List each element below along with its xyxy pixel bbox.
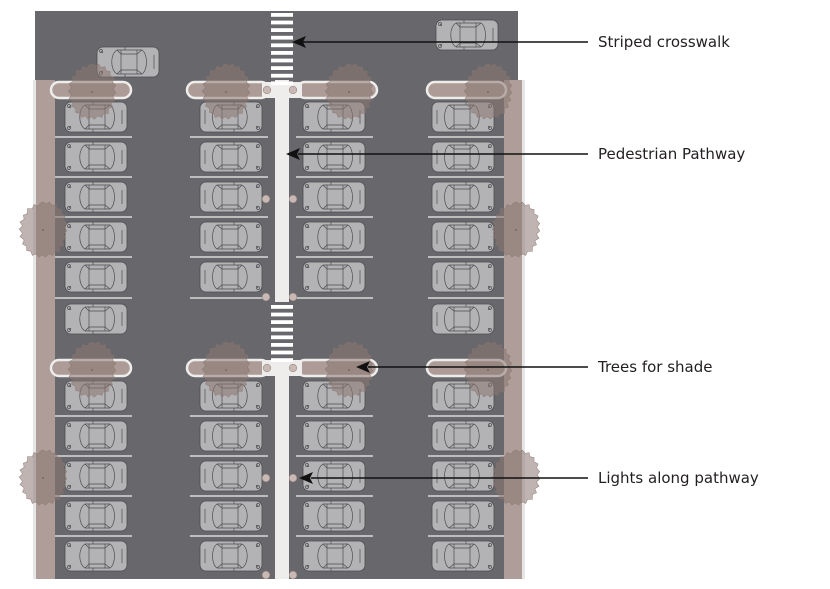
- callout-label-trees: Trees for shade: [597, 358, 713, 376]
- car-icon: [431, 500, 495, 532]
- crosswalk-stripe: [271, 13, 293, 17]
- pathway-light-icon: [288, 194, 298, 204]
- car-icon: [199, 420, 263, 452]
- car-icon: [199, 540, 263, 572]
- pathway-lights: [261, 85, 298, 580]
- car-icon: [302, 460, 366, 492]
- car-icon: [302, 540, 366, 572]
- crosswalk-stripe: [271, 20, 293, 25]
- car-icon: [64, 261, 128, 293]
- striped-crosswalk-middle: [271, 305, 293, 362]
- car-icon: [302, 420, 366, 452]
- car-icon: [199, 500, 263, 532]
- crosswalk-stripe: [271, 358, 293, 362]
- car-icon: [431, 303, 495, 335]
- pathway-light-icon: [288, 292, 298, 302]
- crosswalk-stripe: [271, 335, 293, 340]
- crosswalk-stripe: [271, 312, 293, 317]
- crosswalk-stripe: [271, 350, 293, 355]
- car-icon: [302, 181, 366, 213]
- left-strip-edge: [33, 80, 36, 579]
- callouts: Striped crosswalk Pedestrian Pathway Tre…: [286, 33, 759, 487]
- striped-crosswalk-top: [271, 13, 293, 86]
- car-icon: [302, 261, 366, 293]
- right-planting-strip: [504, 80, 524, 579]
- car-icon: [64, 500, 128, 532]
- callout-crosswalk: Striped crosswalk: [292, 33, 730, 51]
- pathway-light-icon: [262, 363, 272, 373]
- pathway-light-icon: [288, 570, 298, 580]
- car-icon: [431, 141, 495, 173]
- pathway-light-icon: [261, 473, 271, 483]
- car-icon: [64, 221, 128, 253]
- car-icon: [199, 181, 263, 213]
- car-icon: [64, 460, 128, 492]
- crosswalk-stripe: [271, 320, 293, 324]
- arrowhead-icon: [299, 472, 313, 484]
- arrowhead-icon: [286, 148, 300, 160]
- pathway-light-icon: [288, 85, 298, 95]
- pathway-crossbar: [262, 360, 302, 376]
- crosswalk-stripe: [271, 343, 293, 347]
- crosswalk-stripe: [271, 305, 293, 309]
- car-icon: [64, 181, 128, 213]
- car-icon: [199, 460, 263, 492]
- stall-lines: [55, 136, 504, 537]
- striped-crosswalk: [271, 13, 293, 362]
- car-icon: [302, 141, 366, 173]
- callout-label-lights: Lights along pathway: [598, 469, 759, 487]
- pathway-light-icon: [261, 570, 271, 580]
- arrowhead-icon: [292, 36, 306, 48]
- crosswalk-stripe: [271, 73, 293, 78]
- car-icon: [431, 261, 495, 293]
- car-icon: [431, 460, 495, 492]
- crosswalk-stripe: [271, 327, 293, 332]
- callout-lights: Lights along pathway: [299, 469, 759, 487]
- car-icon: [431, 420, 495, 452]
- car-icon: [199, 261, 263, 293]
- car-icon: [199, 141, 263, 173]
- pathway-light-icon: [262, 85, 272, 95]
- car-icon: [64, 303, 128, 335]
- right-strip-edge: [522, 80, 525, 579]
- car-icon: [435, 19, 499, 51]
- car-icon: [302, 500, 366, 532]
- callout-label-crosswalk: Striped crosswalk: [598, 33, 730, 51]
- crosswalk-stripe: [271, 81, 293, 86]
- arrowhead-icon: [356, 361, 370, 373]
- crosswalk-stripe: [271, 43, 293, 48]
- car-icon: [64, 540, 128, 572]
- shade-tree-icon: [18, 449, 68, 506]
- crosswalk-stripe: [271, 58, 293, 63]
- pathway-light-icon: [288, 363, 298, 373]
- pathway-crossbar: [262, 82, 302, 98]
- car-icon: [199, 221, 263, 253]
- crosswalk-stripe: [271, 66, 293, 70]
- pathway-light-icon: [261, 194, 271, 204]
- crosswalk-stripe: [271, 28, 293, 32]
- callout-pathway: Pedestrian Pathway: [286, 145, 745, 163]
- crosswalk-stripe: [271, 51, 293, 55]
- car-icon: [302, 221, 366, 253]
- pedestrian-pathway: [275, 80, 289, 579]
- car-icon: [431, 540, 495, 572]
- car-icon: [431, 181, 495, 213]
- shade-tree-icon: [18, 201, 68, 258]
- car-icon: [431, 221, 495, 253]
- callout-label-pathway: Pedestrian Pathway: [598, 145, 745, 163]
- pathway-light-icon: [261, 292, 271, 302]
- pathway-light-icon: [288, 473, 298, 483]
- car-icon: [64, 420, 128, 452]
- callout-trees: Trees for shade: [356, 358, 713, 376]
- car-icon: [64, 141, 128, 173]
- crosswalk-stripe: [271, 35, 293, 40]
